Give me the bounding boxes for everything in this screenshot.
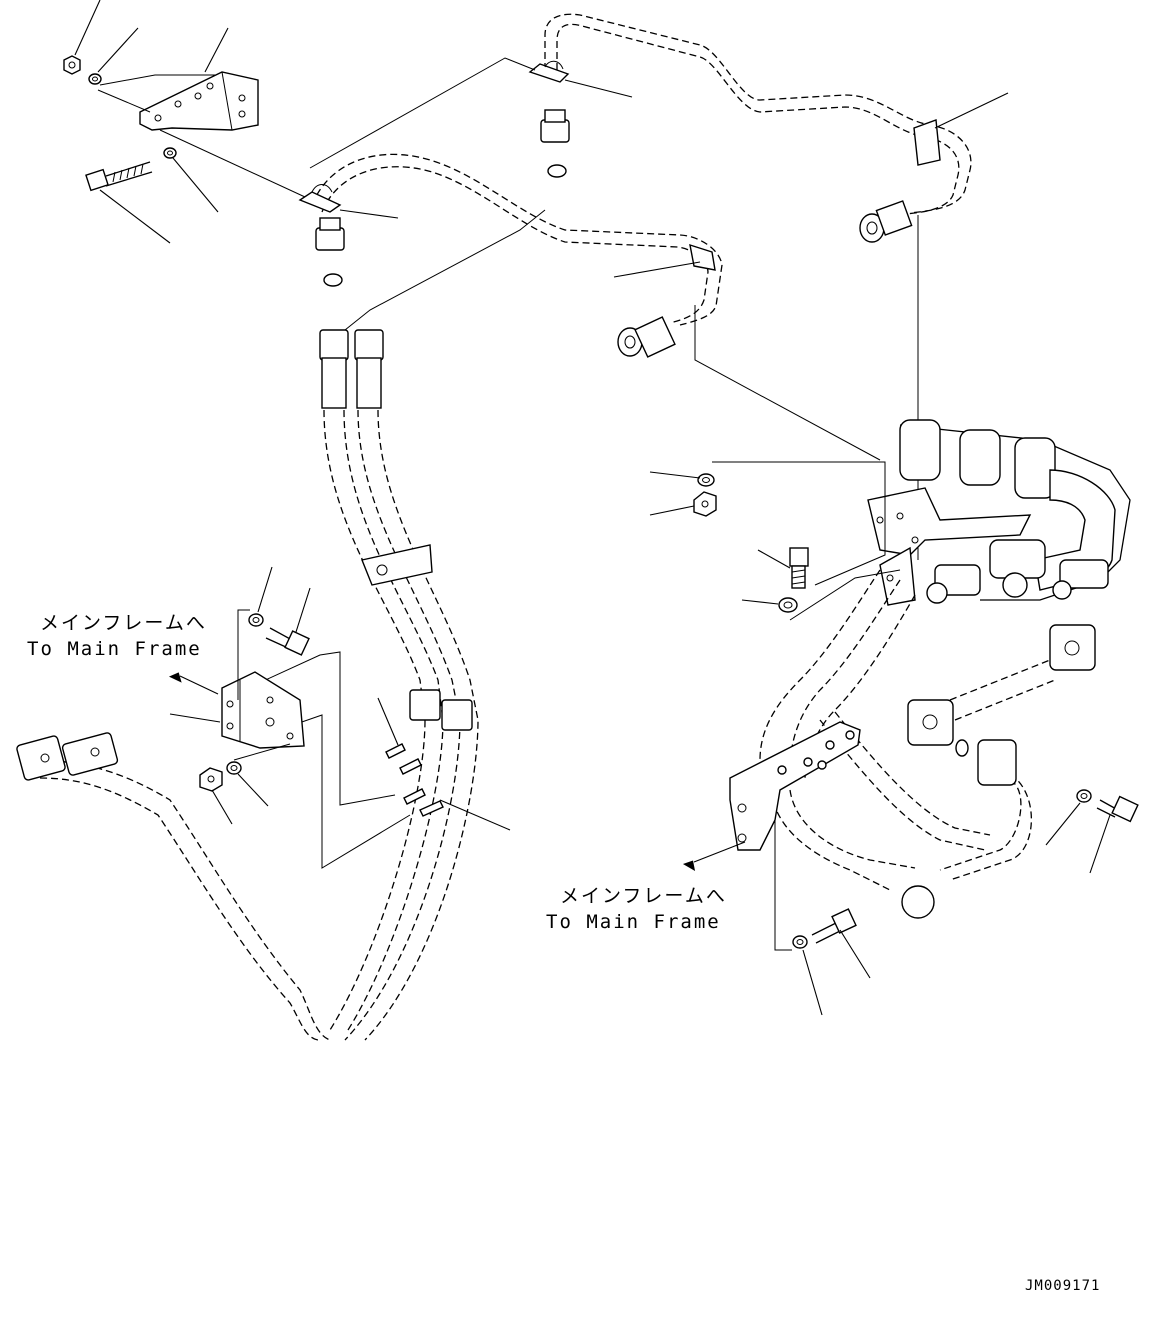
- clamp-bolt: [419, 800, 444, 817]
- to-main-frame-label-jp-right: メインフレームへ: [560, 885, 727, 907]
- washer: [1076, 789, 1092, 803]
- drawing-code: JM009171: [1025, 1278, 1101, 1294]
- washer: [226, 761, 242, 775]
- bolt: [789, 547, 809, 589]
- washer: [88, 73, 102, 85]
- bolt: [85, 161, 153, 192]
- hose-assembly: [247, 329, 511, 1041]
- valve-manifold: [649, 419, 1131, 621]
- o-ring: [323, 273, 343, 287]
- hose-fitting: [319, 329, 384, 409]
- to-main-frame-label-en-right: To Main Frame: [546, 911, 721, 933]
- upper-bracket: [139, 71, 259, 131]
- tube-clamp: [298, 184, 342, 213]
- mounting-plate: [729, 721, 861, 851]
- middle-bracket: [221, 671, 305, 749]
- bolt: [265, 627, 310, 656]
- bolt: [1096, 795, 1139, 823]
- tube-clamp: [689, 243, 716, 271]
- upper-left-bracket-group: [63, 0, 319, 244]
- to-main-frame-label-jp-left: メインフレームへ: [40, 612, 207, 634]
- washer: [792, 935, 808, 949]
- washer: [697, 473, 715, 487]
- washer: [248, 613, 264, 627]
- tube-clamp: [913, 119, 941, 166]
- clamp-bolt: [385, 743, 406, 759]
- arrow-icon: [168, 672, 182, 683]
- manifold-port: [899, 419, 1056, 499]
- hose-fitting: [409, 689, 473, 731]
- lower-left-tube: [16, 732, 331, 1041]
- to-main-frame-label-en-left: To Main Frame: [27, 638, 202, 660]
- o-ring: [547, 164, 567, 178]
- clamp-bolt: [399, 758, 422, 775]
- nut: [199, 767, 223, 792]
- washer: [163, 147, 177, 159]
- tube-fitting: [859, 200, 913, 243]
- upper-tubes: [298, 13, 1009, 560]
- manifold-bracket: [867, 487, 1032, 606]
- clamp-bolt: [403, 788, 426, 805]
- middle-bracket-group: [168, 566, 311, 825]
- tube-clamp: [528, 60, 570, 83]
- right-lower-tubes: [682, 569, 1139, 1016]
- manifold-fitting: [926, 539, 1109, 604]
- flange-fitting: [16, 732, 119, 781]
- flange-fitting: [901, 624, 1096, 919]
- hose-clamp: [361, 544, 433, 586]
- nut: [63, 55, 81, 75]
- tube-fitting: [315, 217, 345, 251]
- tube-fitting: [617, 316, 676, 358]
- nut: [693, 491, 717, 517]
- arrow-icon: [682, 860, 696, 871]
- tube-fitting: [540, 109, 570, 143]
- bolt: [811, 908, 857, 944]
- washer: [778, 597, 798, 613]
